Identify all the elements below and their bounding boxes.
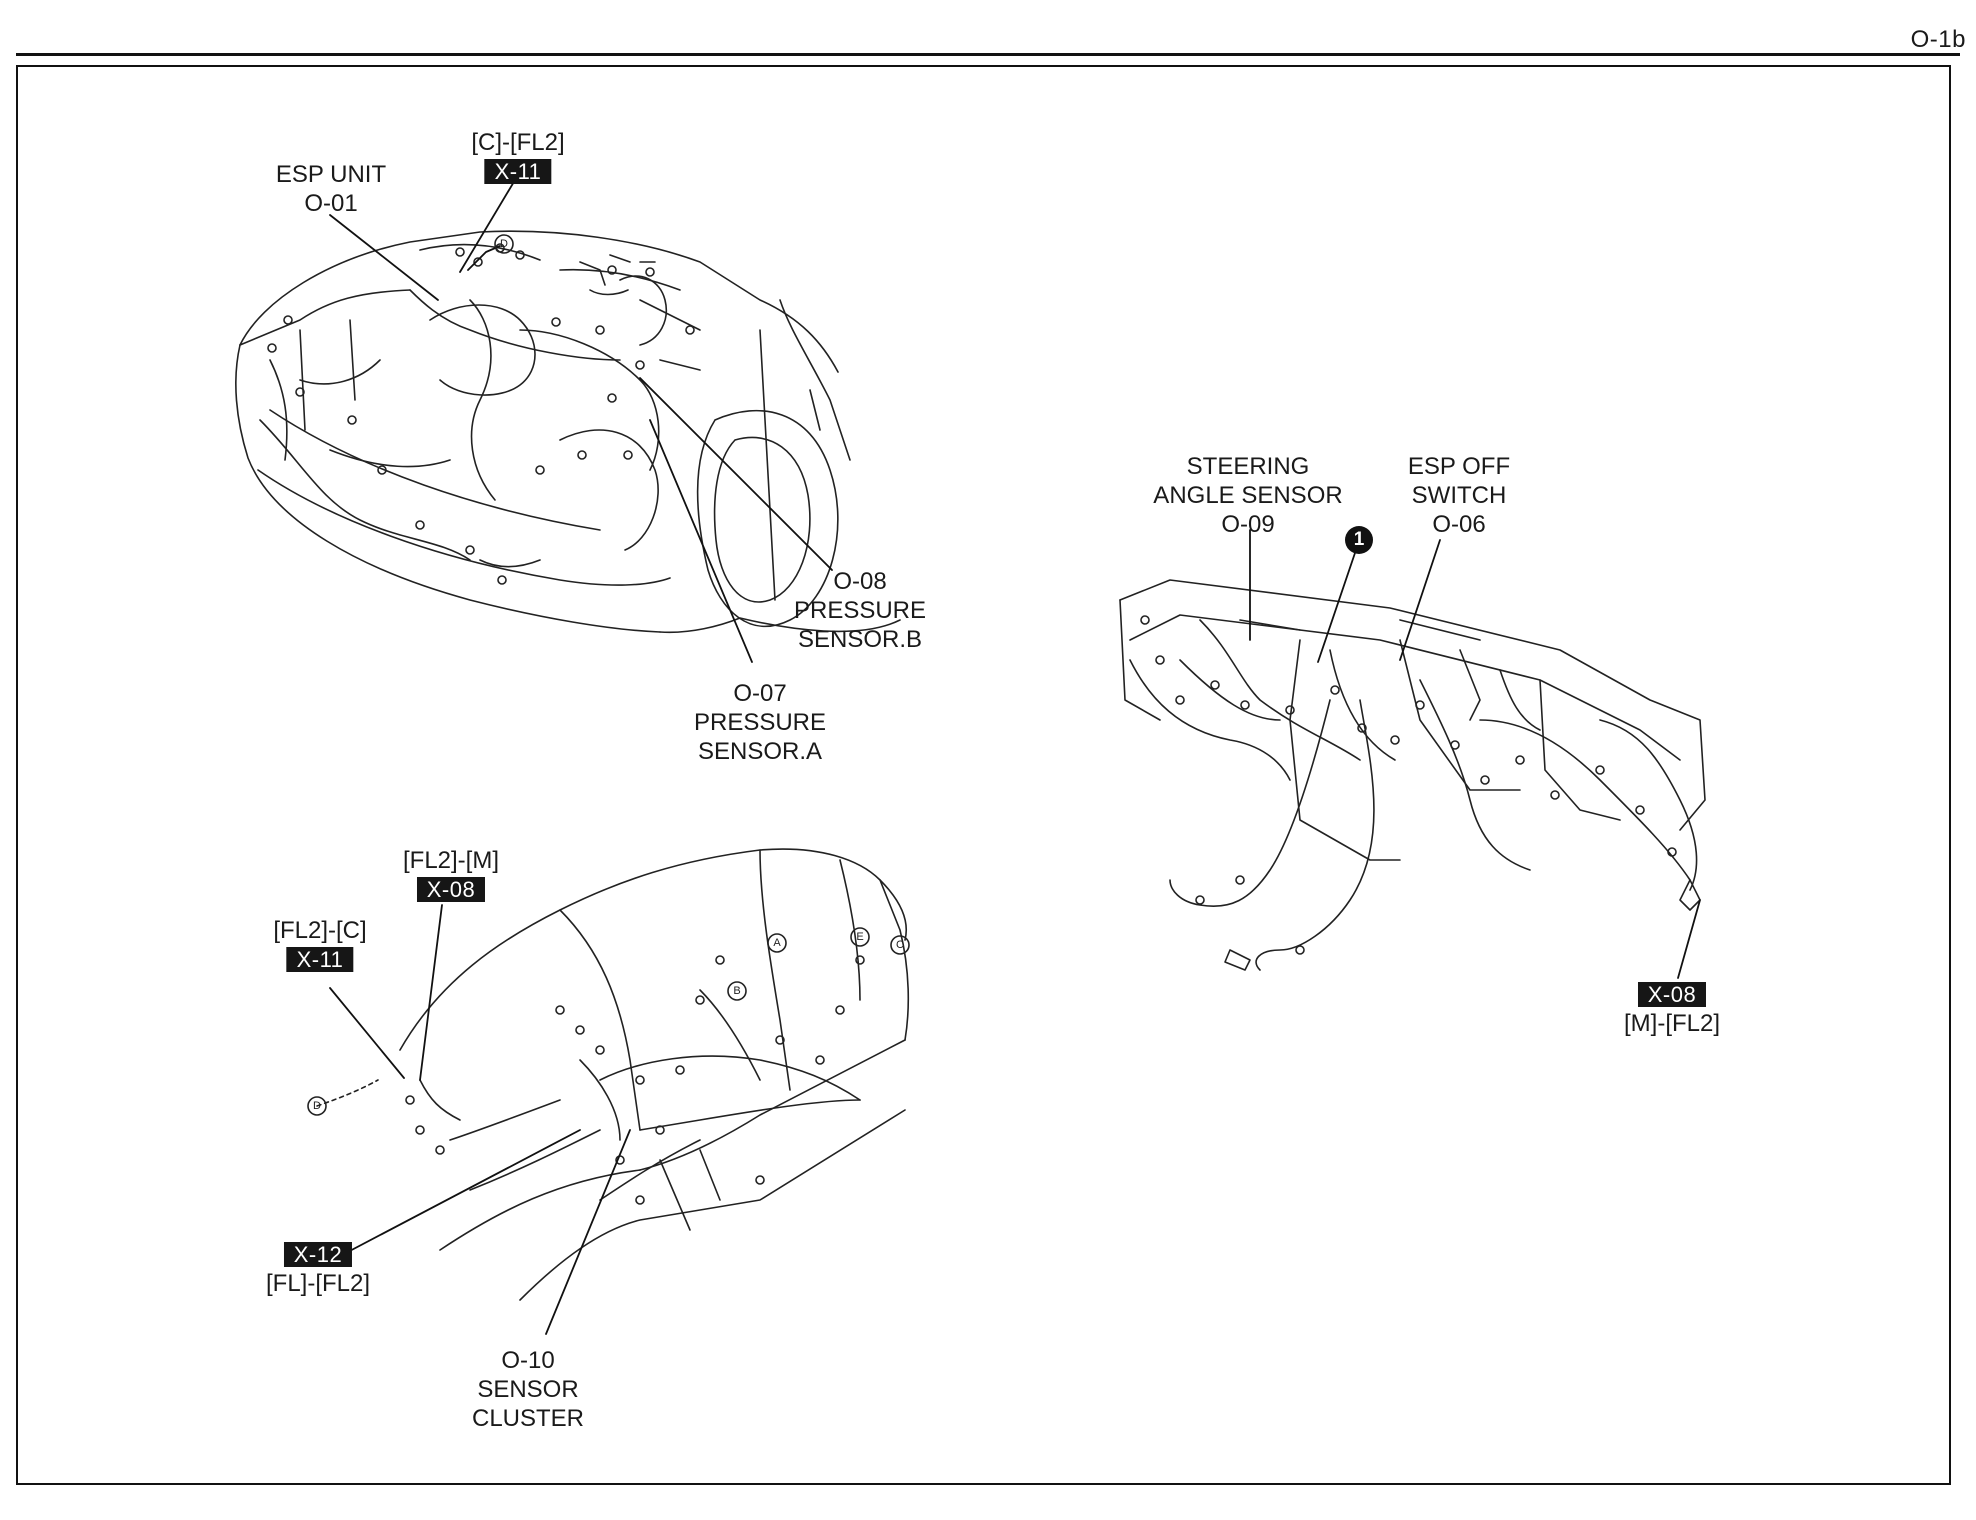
- pressure-sensor-b-line2: SENSOR.B: [797, 626, 923, 653]
- pressure-sensor-b-line1: PRESSURE: [793, 597, 927, 624]
- marker-a: [767, 933, 787, 953]
- leader-lines: [329, 174, 1701, 1335]
- marker-d-body-letter: D: [313, 1100, 321, 1112]
- diagram-frame: [16, 65, 1951, 1485]
- esp-off-switch-label: ESP OFF SWITCH O-06: [1408, 452, 1510, 539]
- steering-angle-sensor-label: STEERING ANGLE SENSOR O-09: [1153, 452, 1342, 539]
- body-connector-x08-label: [FL2]-[M] X-08: [403, 846, 499, 904]
- marker-d-engine-letter: D: [500, 238, 508, 250]
- marker-e: [850, 927, 870, 947]
- marker-b-letter: B: [733, 985, 740, 997]
- pressure-sensor-b-code: O-08: [833, 568, 887, 595]
- marker-a-letter: A: [773, 937, 781, 949]
- esp-off-switch-code: O-06: [1432, 511, 1486, 538]
- pressure-sensor-a-line2: SENSOR.A: [697, 738, 823, 765]
- marker-d-body: [307, 1096, 327, 1116]
- engine-connector-x11-label: [C]-[FL2] X-11: [471, 128, 565, 186]
- top-rule: [16, 53, 1960, 56]
- dash-connector-route: [M]-[FL2]: [1623, 1010, 1721, 1037]
- circle-markers: [307, 234, 910, 1116]
- esp-unit-code: O-01: [304, 190, 358, 217]
- steering-angle-sensor-line2: ANGLE SENSOR: [1153, 482, 1343, 509]
- body-connector-x11-label: [FL2]-[C] X-11: [273, 916, 367, 974]
- sensor-cluster-line2: CLUSTER: [471, 1405, 585, 1432]
- instrument-panel-illustration: [1119, 579, 1706, 971]
- vehicle-body-illustration: [399, 848, 910, 1301]
- body-connector-x08-tag: X-08: [416, 877, 486, 902]
- body-connector-x11-route: [FL2]-[C]: [273, 917, 367, 944]
- sensor-cluster-label: O-10 SENSOR CLUSTER: [472, 1346, 584, 1433]
- steering-angle-sensor-line1: STEERING: [1186, 453, 1310, 480]
- callout-number-1: 1: [1345, 526, 1373, 554]
- body-connector-x12-route: [FL]-[FL2]: [265, 1270, 371, 1297]
- engine-connector-route: [C]-[FL2]: [471, 129, 565, 156]
- dash-connector-tag: X-08: [1637, 982, 1707, 1007]
- sensor-cluster-code: O-10: [501, 1347, 555, 1374]
- body-connector-x12-label: X-12 [FL]-[FL2]: [266, 1240, 370, 1298]
- esp-off-switch-line1: ESP OFF: [1407, 453, 1511, 480]
- body-connector-x11-tag: X-11: [286, 947, 354, 972]
- marker-c: [890, 935, 910, 955]
- marker-d-engine: [494, 234, 514, 254]
- sensor-cluster-line1: SENSOR: [477, 1376, 579, 1403]
- esp-unit-name: ESP UNIT: [275, 161, 387, 188]
- steering-angle-sensor-code: O-09: [1221, 511, 1275, 538]
- esp-off-switch-line2: SWITCH: [1411, 482, 1507, 509]
- pressure-sensor-a-line1: PRESSURE: [693, 709, 827, 736]
- dash-connector-x08-label: X-08 [M]-[FL2]: [1624, 980, 1720, 1038]
- pressure-sensor-a-code: O-07: [733, 680, 787, 707]
- pressure-sensor-b-label: O-08 PRESSURE SENSOR.B: [794, 567, 926, 654]
- body-connector-x12-tag: X-12: [283, 1242, 353, 1267]
- marker-c-letter: C: [896, 939, 904, 951]
- body-connector-x08-route: [FL2]-[M]: [402, 847, 500, 874]
- esp-unit-label: ESP UNIT O-01: [276, 160, 386, 218]
- pressure-sensor-a-label: O-07 PRESSURE SENSOR.A: [694, 679, 826, 766]
- engine-connector-tag: X-11: [484, 159, 552, 184]
- engine-compartment-illustration: [235, 230, 901, 634]
- page-code: O-1b: [1910, 26, 1966, 53]
- marker-b: [727, 981, 747, 1001]
- marker-e-letter: E: [856, 931, 863, 943]
